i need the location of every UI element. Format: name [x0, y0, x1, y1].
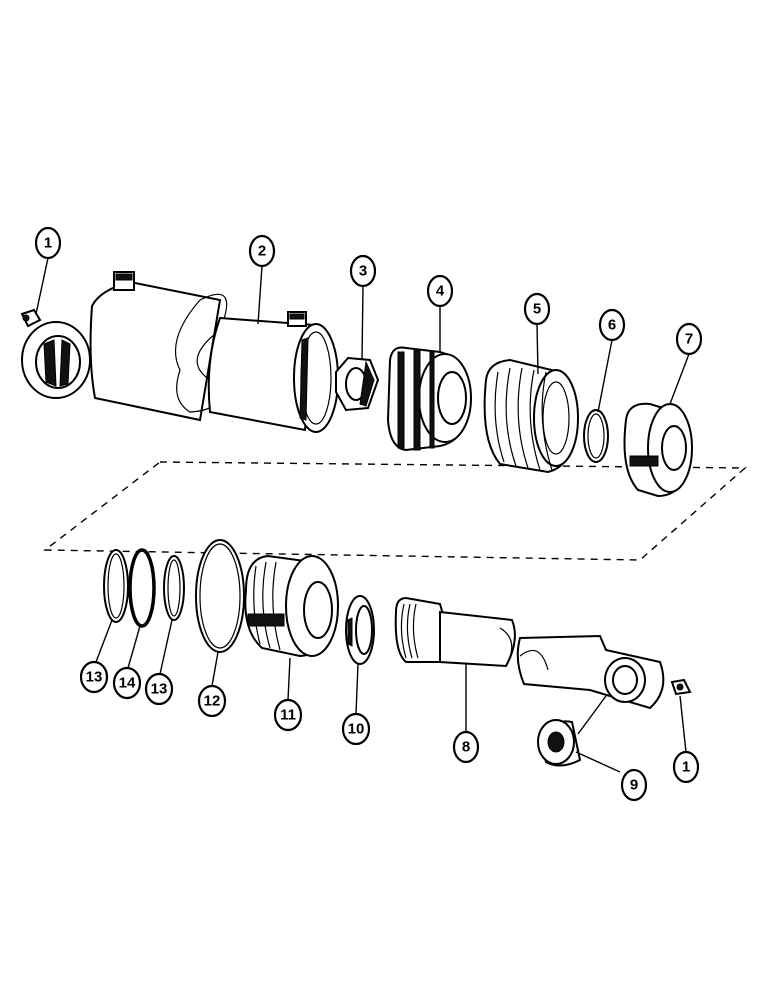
part-7-gland-nut	[623, 402, 693, 498]
callout-11-label: 11	[280, 707, 296, 724]
callout-12: 12	[197, 684, 227, 718]
callout-13-left: 13	[79, 660, 109, 694]
part-11-gland	[244, 554, 339, 658]
callout-9-label: 9	[630, 777, 638, 794]
callout-4: 4	[426, 274, 454, 308]
callout-9: 9	[620, 768, 648, 802]
callout-2-label: 2	[258, 243, 266, 260]
callout-5: 5	[523, 292, 551, 326]
part-6-o-ring	[583, 409, 609, 463]
part-1-grease-fitting-bottom	[670, 678, 692, 696]
callout-7-label: 7	[685, 331, 693, 348]
callout-3: 3	[349, 254, 377, 288]
part-5-packing-set	[483, 358, 579, 474]
callout-4-label: 4	[436, 283, 445, 300]
callout-12-label: 12	[204, 693, 221, 710]
part-8-piston-rod	[394, 596, 516, 668]
callout-14-label: 14	[119, 675, 136, 692]
part-3-hex-nut	[335, 356, 380, 412]
part-14-o-ring	[128, 548, 156, 628]
part-2-cylinder-barrel	[21, 271, 339, 433]
callout-2: 2	[248, 234, 276, 268]
part-8-rod-eye-end	[516, 634, 665, 710]
callout-13-left-label: 13	[86, 669, 103, 686]
callout-8-label: 8	[462, 739, 470, 756]
callout-13-right: 13	[144, 672, 174, 706]
callout-1-top: 1	[34, 226, 62, 260]
callout-3-label: 3	[359, 263, 367, 280]
callout-14: 14	[112, 666, 142, 700]
part-12-large-o-ring	[195, 539, 245, 653]
part-13-backup-ring-left	[103, 549, 129, 623]
callout-1-top-label: 1	[44, 235, 52, 252]
part-1-grease-fitting-top	[20, 308, 42, 328]
part-4-piston	[386, 346, 472, 452]
callout-13-right-label: 13	[151, 681, 168, 698]
part-9-bushing	[537, 719, 582, 767]
callout-6: 6	[598, 308, 626, 342]
callout-6-label: 6	[608, 317, 616, 334]
callout-8: 8	[452, 730, 480, 764]
callout-11: 11	[273, 698, 303, 732]
callout-10: 10	[341, 712, 371, 746]
callout-1-bottom-label: 1	[682, 759, 690, 776]
callout-1-bottom: 1	[672, 750, 700, 784]
leader-lines	[35, 257, 690, 773]
part-13-backup-ring-right	[163, 555, 185, 621]
callout-10-label: 10	[348, 721, 365, 738]
part-10-wiper-seal	[345, 595, 375, 665]
callout-7: 7	[675, 322, 703, 356]
callout-5-label: 5	[533, 301, 541, 318]
